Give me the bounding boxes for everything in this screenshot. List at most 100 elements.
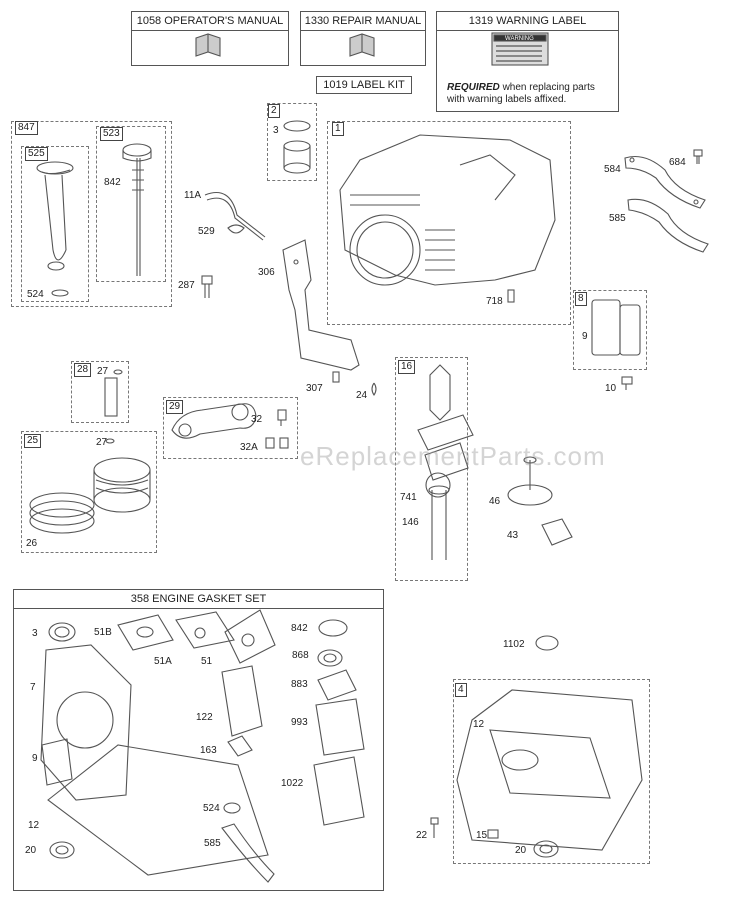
head-gasket-7-icon — [40, 644, 132, 801]
label-1102: 1102 — [503, 639, 525, 650]
cover-8-icon — [591, 299, 641, 356]
breather-tube-icon — [204, 191, 266, 241]
label-12-sump: 12 — [473, 719, 485, 730]
repair-manual-box: 1330 REPAIR MANUAL — [300, 11, 426, 66]
label-32: 32 — [251, 414, 263, 425]
label-3-gasket: 3 — [32, 628, 38, 639]
warning-label-title: 1319 WARNING LABEL — [437, 12, 618, 31]
label-842-gasket: 842 — [291, 623, 308, 634]
required-bold: REQUIRED — [447, 82, 500, 93]
label-20-gasket: 20 — [25, 845, 37, 856]
label-51B: 51B — [94, 627, 112, 638]
label-12-gasket: 12 — [28, 820, 40, 831]
gasket-51-icon — [224, 609, 276, 664]
seal-3-icon — [48, 622, 76, 642]
group-8-box — [573, 290, 647, 370]
bolt-22-icon — [430, 817, 439, 838]
piston-icon — [93, 438, 151, 513]
label-883: 883 — [291, 679, 308, 690]
label-842-top: 842 — [104, 177, 121, 188]
operators-manual-book-icon — [195, 33, 221, 57]
gasket-set-box: 358 ENGINE GASKET SET — [13, 589, 384, 891]
operators-manual-box: 1058 OPERATOR'S MANUAL — [131, 11, 289, 66]
gasket-883-icon — [317, 669, 357, 701]
label-718: 718 — [486, 296, 503, 307]
gasket-9-icon — [41, 738, 73, 786]
gasket-584-icon — [624, 155, 706, 209]
required-text-2: with warning labels affixed. — [447, 94, 567, 105]
watermark: eReplacementParts.com — [300, 441, 606, 471]
label-741: 741 — [400, 492, 417, 503]
label-11A: 11A — [184, 190, 202, 201]
warning-label-box: 1319 WARNING LABEL REQUIRED when replaci… — [436, 11, 619, 112]
label-9-right: 9 — [582, 331, 588, 342]
gasket-993-icon — [315, 698, 365, 756]
tag-25: 25 — [24, 434, 42, 448]
gasket-12-icon — [47, 744, 269, 876]
label-51A: 51A — [154, 656, 172, 667]
tag-28: 28 — [74, 363, 92, 377]
seal-20-icon — [49, 841, 75, 859]
dipstick-icon — [122, 143, 152, 276]
tag-525: 525 — [25, 147, 48, 161]
dipstick-tube-icon — [36, 161, 74, 297]
label-146: 146 — [402, 517, 419, 528]
repair-manual-book-icon — [349, 33, 375, 57]
group-2-box — [267, 103, 317, 181]
label-27-top: 27 — [97, 366, 109, 377]
gasket-122-icon — [221, 665, 263, 737]
pin-307-icon — [332, 371, 340, 383]
label-kit-box: 1019 LABEL KIT — [316, 76, 412, 94]
label-26: 26 — [26, 538, 38, 549]
gasket-51A-icon — [175, 611, 235, 649]
crankshaft-icon — [417, 364, 474, 560]
label-684: 684 — [669, 157, 686, 168]
group-28-box — [71, 361, 129, 423]
bolt-10-icon — [621, 376, 633, 390]
bolt-287-icon — [201, 275, 213, 298]
label-584: 584 — [604, 164, 621, 175]
label-306: 306 — [258, 267, 275, 278]
group-1-box — [327, 121, 571, 325]
gear-46-icon — [507, 456, 553, 506]
required-note: REQUIRED when replacing parts with warni… — [447, 82, 595, 106]
label-993: 993 — [291, 717, 308, 728]
gasket-set-title: 358 ENGINE GASKET SET — [14, 590, 383, 609]
required-text-1: when replacing parts — [499, 82, 595, 93]
label-524-top: 524 — [27, 289, 44, 300]
label-307: 307 — [306, 383, 323, 394]
group-4-box — [453, 679, 650, 864]
piston-pin-icon — [104, 369, 123, 417]
label-7: 7 — [30, 682, 36, 693]
label-3-top: 3 — [273, 125, 279, 136]
clip-529-icon — [227, 224, 245, 234]
gasket-585-icon — [627, 198, 709, 253]
tag-2: 2 — [268, 104, 280, 118]
label-585-top: 585 — [609, 213, 626, 224]
group-16-box — [395, 357, 468, 581]
label-43: 43 — [507, 530, 519, 541]
tag-4: 4 — [455, 683, 467, 697]
gasket-51B-icon — [117, 614, 174, 651]
seal-1102-icon — [535, 635, 559, 651]
tag-847: 847 — [15, 121, 38, 135]
gasket-868-icon — [317, 649, 343, 667]
label-24: 24 — [356, 390, 368, 401]
label-27-lower: 27 — [96, 437, 108, 448]
bolt-684-icon — [693, 149, 703, 164]
warning-sticker-icon — [491, 32, 549, 66]
label-9-gasket: 9 — [32, 753, 38, 764]
label-20-sump: 20 — [515, 845, 527, 856]
group-29-box — [163, 397, 298, 459]
seal-524-icon — [223, 802, 241, 814]
piston-rings-icon — [29, 492, 95, 534]
group-525-box — [21, 146, 89, 302]
label-15: 15 — [476, 830, 488, 841]
tag-1: 1 — [332, 122, 344, 136]
label-kit-title: 1019 LABEL KIT — [323, 79, 405, 91]
connecting-rod-icon — [171, 403, 289, 449]
group-847-box — [11, 121, 172, 307]
label-868: 868 — [292, 650, 309, 661]
label-122: 122 — [196, 712, 213, 723]
